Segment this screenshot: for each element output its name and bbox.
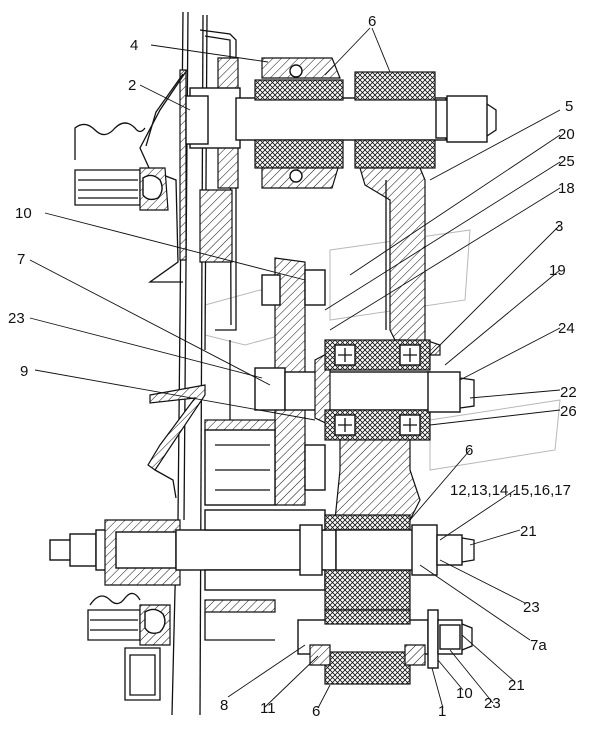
callout-22: 22 — [560, 384, 577, 401]
callout-4: 4 — [130, 37, 138, 54]
callout-12-17: 12,13,14,15,16,17 — [450, 482, 571, 499]
callout-labels: 4 6 2 5 20 25 18 10 3 7 19 23 24 9 22 26… — [8, 13, 577, 720]
middle-shaft-group — [254, 339, 475, 441]
callout-24: 24 — [558, 320, 575, 337]
callout-20: 20 — [558, 126, 575, 143]
callout-3: 3 — [555, 218, 563, 235]
callout-21-bottom: 21 — [508, 677, 525, 694]
callout-9: 9 — [20, 363, 28, 380]
callout-5: 5 — [565, 98, 573, 115]
callout-11: 11 — [260, 700, 276, 717]
callout-6-bottom: 6 — [312, 703, 320, 720]
callout-18: 18 — [558, 180, 575, 197]
leader-lines — [29, 27, 561, 709]
bottom-shaft-group — [297, 609, 473, 685]
lower-shaft-group — [49, 509, 475, 641]
callout-10-bottom: 10 — [456, 685, 473, 702]
upper-shaft-group — [185, 57, 497, 189]
callout-23-right: 23 — [523, 599, 540, 616]
callout-7a: 7а — [530, 637, 547, 654]
callout-19: 19 — [549, 262, 566, 279]
lower-pulley-profile — [87, 592, 171, 701]
callout-23-bottom: 23 — [484, 695, 501, 712]
callout-8: 8 — [220, 697, 228, 714]
upper-pulley-profile — [74, 122, 169, 211]
callout-6-top: 6 — [368, 13, 376, 30]
callout-10-left: 10 — [15, 205, 32, 222]
housing-body — [334, 167, 441, 521]
callout-26: 26 — [560, 403, 577, 420]
callout-1: 1 — [438, 703, 446, 720]
callout-2: 2 — [128, 77, 136, 94]
callout-21-right: 21 — [520, 523, 537, 540]
callout-25: 25 — [558, 153, 575, 170]
callout-6-mid: 6 — [465, 442, 473, 459]
callout-7: 7 — [17, 251, 25, 268]
callout-23-left: 23 — [8, 310, 25, 327]
